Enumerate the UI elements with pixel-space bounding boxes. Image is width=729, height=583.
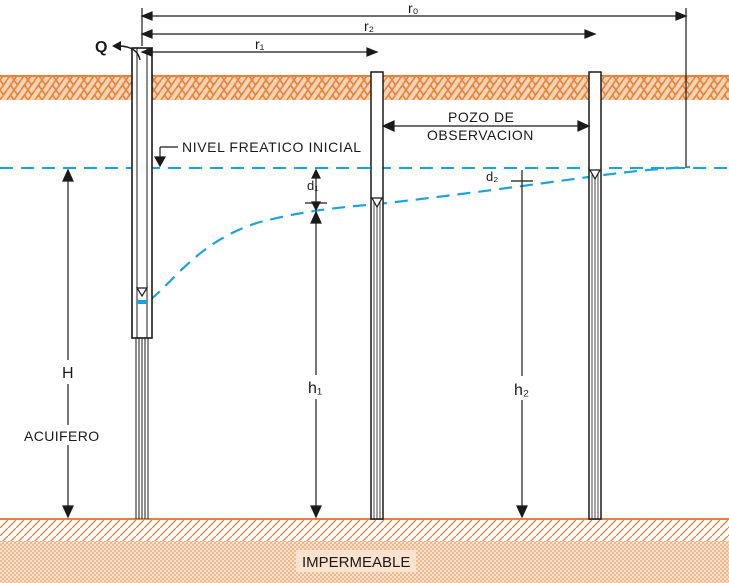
H-dimension [20, 168, 110, 519]
pozo-dimension [381, 120, 591, 132]
pozo-label-line1: POZO DE [448, 109, 515, 125]
r1-dimension [140, 47, 379, 57]
ground-surface [0, 75, 729, 100]
impermeable-label: IMPERMEABLE [302, 554, 410, 571]
h2-dimension [510, 190, 538, 519]
discharge-label: Q [95, 39, 107, 56]
d1-marker [305, 168, 327, 212]
discharge-arrow [112, 41, 141, 61]
nivel-leader [153, 146, 178, 168]
pumping-well [131, 47, 153, 519]
nivel-freatico-label: NIVEL FREATICO INICIAL [182, 139, 362, 155]
r2-dimension [140, 29, 597, 39]
pozo-label-line2: OBSERVACION [427, 127, 534, 143]
r0-dimension [140, 11, 688, 21]
drawdown-curve [149, 165, 691, 301]
r0-label: r₀ [408, 0, 419, 16]
h1-label: h₁ [308, 380, 322, 397]
d2-label: d₂ [486, 169, 498, 184]
observation-well-1 [370, 71, 384, 520]
H-label: H [62, 365, 74, 382]
observation-well-2 [588, 71, 602, 520]
r1-label: r₁ [255, 36, 265, 52]
h2-label: h₂ [514, 382, 529, 399]
d1-label: d₁ [307, 178, 319, 193]
h1-dimension [304, 210, 330, 519]
r2-label: r₂ [364, 18, 374, 34]
d2-marker [511, 170, 533, 190]
acuifero-label: ACUIFERO [24, 428, 100, 444]
